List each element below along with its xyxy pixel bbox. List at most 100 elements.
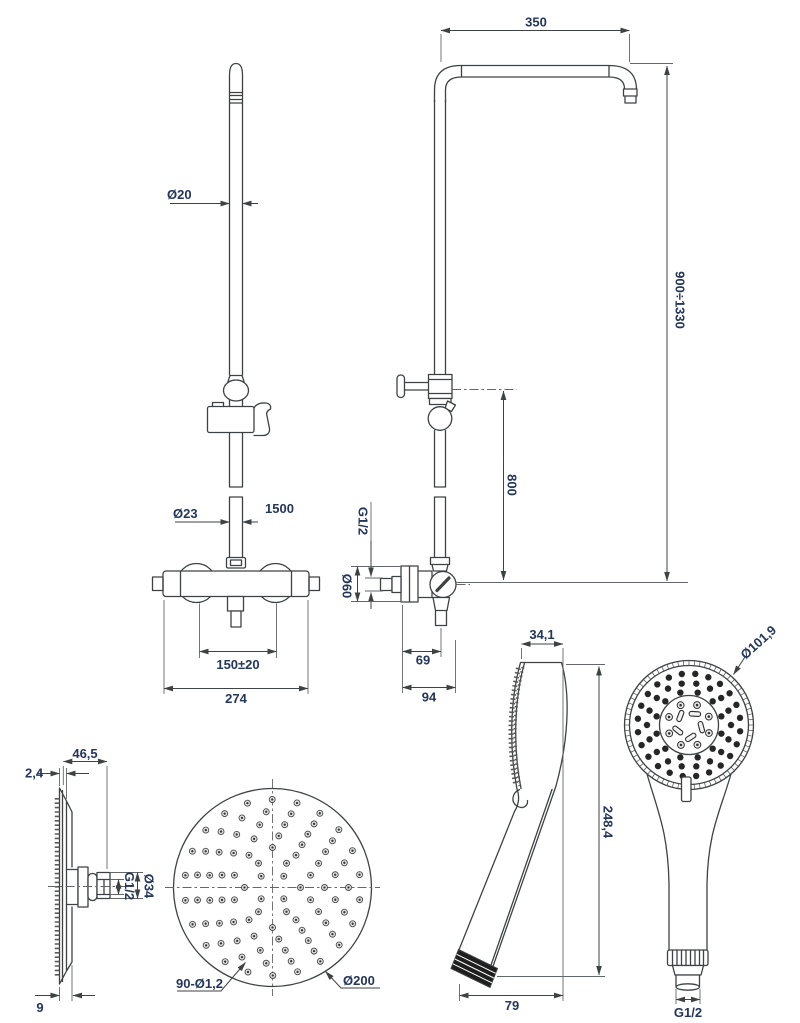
dim-hand-length-label: 248,4 <box>601 806 616 839</box>
diverter-knob-slot <box>435 576 451 593</box>
hanging-hook <box>512 788 529 809</box>
dim-hand-length: 248,4 <box>497 664 616 977</box>
hand-jet-ring <box>665 701 713 749</box>
riser-union-nut <box>225 556 247 569</box>
dim-inlet-spacing-label: 150±20 <box>216 657 259 672</box>
overhead-shower-top-view: 90-Ø1,2 Ø200 <box>165 779 380 996</box>
dim-total-depth: 94 <box>402 640 456 705</box>
dim-hand-span: 79 <box>459 984 564 1013</box>
column-tube <box>433 99 447 559</box>
dim-arm-reach-label: 350 <box>525 15 547 30</box>
hand-connector-shoulder <box>671 964 705 976</box>
dim-escutcheon-diameter: Ø60 <box>340 566 402 602</box>
dim-lower-tube-label: Ø23 <box>173 506 198 521</box>
head-ball-joint <box>87 872 98 902</box>
slider-clamp-ring <box>428 397 452 406</box>
valve-collar-nut <box>429 556 451 572</box>
dim-hand-head-depth: 34,1 <box>521 627 564 1001</box>
head-diameter-label: Ø200 <box>343 973 375 988</box>
dim-hand-diameter-label: Ø101,9 <box>737 622 779 662</box>
dim-hand-thread: G1/2 <box>674 989 702 1020</box>
column-arm-outline <box>433 64 638 103</box>
dim-outlet-height: 800 <box>452 389 520 581</box>
dim-inlet-spacing: 150±20 <box>199 603 277 672</box>
dim-hand-thread-label: G1/2 <box>674 1005 702 1020</box>
callout-nozzle-spec: 90-Ø1,2 <box>176 962 246 992</box>
dim-height-range: 900÷1330 <box>456 63 688 583</box>
dim-wall-thread-label: G1/2 <box>356 507 371 535</box>
dim-hand-head-depth-label: 34,1 <box>529 627 554 642</box>
arm-end-nut <box>622 88 638 104</box>
dim-cone-diameter-label: Ø34 <box>142 874 157 899</box>
dim-lower-tube-diameter: Ø23 <box>173 506 258 525</box>
hand-handle-outline <box>646 773 732 951</box>
dim-total-depth-label: 94 <box>422 690 437 705</box>
slider-bracket <box>206 405 255 434</box>
handshower-front-view: Ø101,9 G1/2 <box>623 622 779 1020</box>
dim-cone-diameter: Ø34 <box>110 872 157 899</box>
diverter-stem <box>403 381 430 391</box>
dim-arm-reach: 350 <box>440 15 630 62</box>
spray-face-stipple-1 <box>508 667 521 787</box>
mixer-outlet-nut <box>226 595 245 612</box>
dim-mixer-width-label: 274 <box>225 691 247 706</box>
head-disc-profile <box>58 787 73 985</box>
overhead-shower-side-view: 46,5 2,4 Ø34 G1/2 9 <box>25 746 157 1015</box>
slider-bracket-detail <box>211 401 272 437</box>
dim-outlet-height-label: 800 <box>505 474 520 496</box>
dim-head-thread-label: G1/2 <box>122 872 137 900</box>
head-joint-bracket <box>65 868 79 906</box>
wall-connector-pipe <box>379 577 393 592</box>
hand-connector-knurl <box>671 949 705 967</box>
dim-head-total-depth: 46,5 <box>62 746 108 869</box>
dim-rim-depth-label: 9 <box>36 1000 43 1015</box>
dim-head-depth-label: 46,5 <box>72 746 97 761</box>
mixer-body <box>162 570 310 598</box>
hand-connector-opening <box>675 983 701 991</box>
riser-union-nut-inner <box>229 559 243 567</box>
diverter-t-handle <box>396 374 406 399</box>
dim-outlet-offset-label: 69 <box>416 653 430 668</box>
mixer-outlet-stub <box>230 610 242 628</box>
hose-length-label: 1500 <box>265 501 294 516</box>
handle-grip-knurl <box>452 953 496 984</box>
handshower-side-outline <box>457 661 568 975</box>
mixer-body-detail <box>151 570 321 598</box>
dim-rim-depth: 9 <box>35 965 95 1015</box>
hand-spray-dots <box>634 670 744 780</box>
dim-upper-tube-diameter: Ø20 <box>167 187 258 207</box>
riser-front-view: Ø20 Ø23 1500 150±20 274 <box>151 62 321 706</box>
hand-inner-circle <box>658 694 720 756</box>
head-joint-collar <box>77 866 89 908</box>
diverter-body <box>427 373 453 400</box>
handshower-side-view: 34,1 248,4 79 <box>450 627 616 1013</box>
hand-rim-hatch <box>624 660 754 790</box>
head-crosshair <box>165 779 380 996</box>
slider-ball-joint <box>222 379 250 402</box>
dim-mixer-width: 274 <box>163 600 309 706</box>
column-side-view: 350 900÷1330 800 G1/2 Ø60 69 <box>340 15 688 705</box>
nozzle-spec-label: 90-Ø1,2 <box>176 976 223 991</box>
overhead-nozzle-field <box>181 796 364 979</box>
dim-hand-diameter: Ø101,9 <box>733 622 779 675</box>
hand-slot-ring <box>672 709 706 743</box>
slider-ball-side <box>427 406 453 431</box>
dim-plate-thickness: 2,4 <box>25 766 89 799</box>
dim-outlet-offset: 69 <box>402 605 442 693</box>
valve-outlet <box>432 596 451 627</box>
riser-rod-outline <box>227 62 245 559</box>
spray-mode-lever <box>680 776 692 803</box>
dim-escutcheon-label: Ø60 <box>340 574 355 599</box>
diverter-body-detail <box>427 378 453 395</box>
head-connector-detail <box>96 878 111 896</box>
dim-head-thread: G1/2 <box>110 872 137 900</box>
dim-plate-thickness-label: 2,4 <box>25 766 44 781</box>
hand-connector-nut <box>666 949 709 967</box>
dim-upper-tube-label: Ø20 <box>167 187 192 202</box>
wall-connector-cap <box>391 575 402 594</box>
dim-height-range-label: 900÷1330 <box>673 271 688 329</box>
dim-hand-span-label: 79 <box>505 998 519 1013</box>
callout-head-diameter: Ø200 <box>325 971 380 989</box>
